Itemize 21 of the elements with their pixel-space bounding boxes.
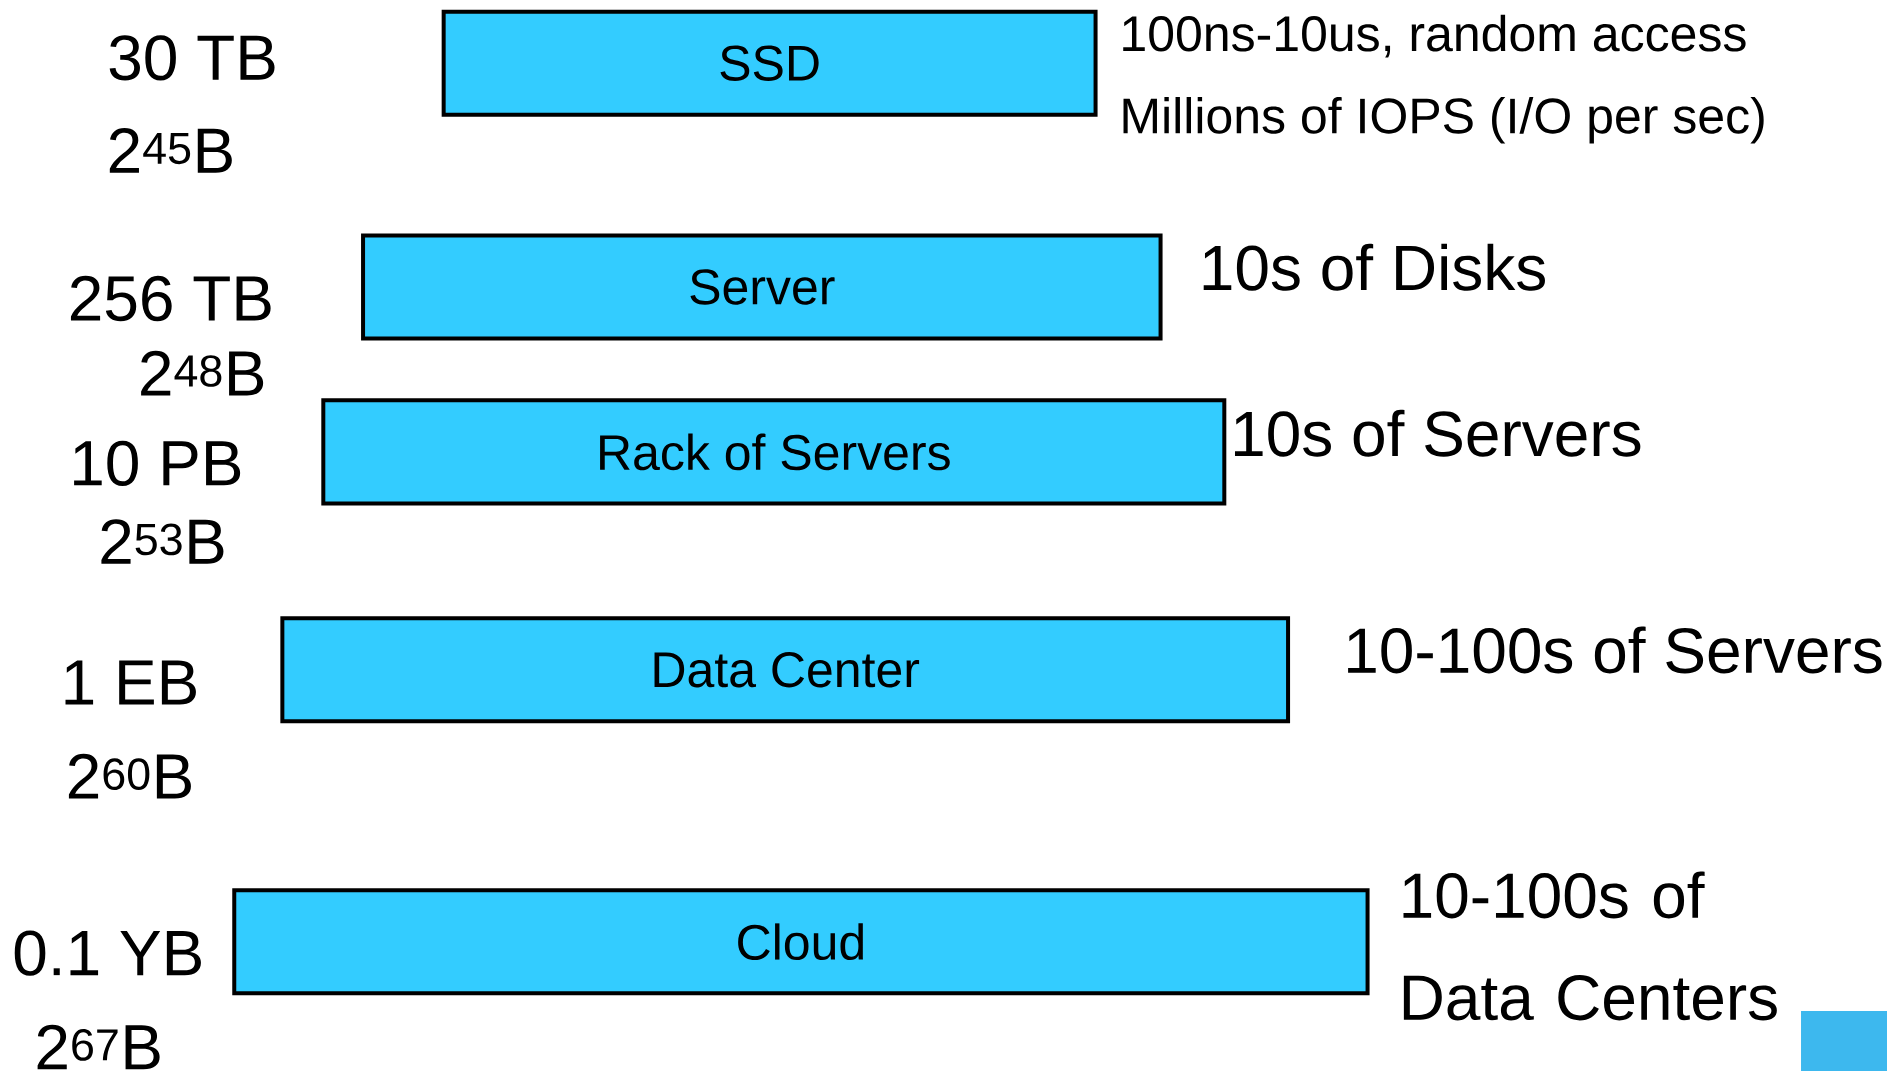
level-box: Server [361, 233, 1163, 341]
capacity-label: 2$^{67}$B [37, 1024, 160, 1070]
description-label: 10-100s of Data Centers [1403, 871, 1777, 1021]
description-label: 100ns-10us, random access [1123, 14, 1746, 58]
description-label: 10s of Disks [1203, 243, 1545, 291]
description-label: 10s of Servers [1235, 409, 1641, 457]
description-label: Millions of IOPS (I/O per sec) [1123, 97, 1764, 144]
capacity-label: 2$^{53}$B [101, 519, 224, 564]
description-label: 10-100s of Servers [1348, 626, 1882, 674]
capacity-label: 2$^{60}$B [68, 753, 191, 799]
capacity-label: 10 PB [74, 440, 241, 486]
capacity-label: 2$^{45}$B [109, 128, 232, 173]
capacity-label: 2$^{48}$B [141, 350, 264, 396]
level-box: Rack of Servers [321, 398, 1227, 506]
level-box: Data Center [280, 616, 1291, 724]
capacity-label: 256 TB [70, 275, 271, 322]
capacity-label: 1 EB [65, 660, 196, 705]
level-box: SSD [441, 9, 1098, 117]
level-box: Cloud [232, 888, 1370, 996]
capacity-label: 30 TB [109, 35, 275, 81]
capacity-label: 0.1 YB [14, 930, 201, 976]
